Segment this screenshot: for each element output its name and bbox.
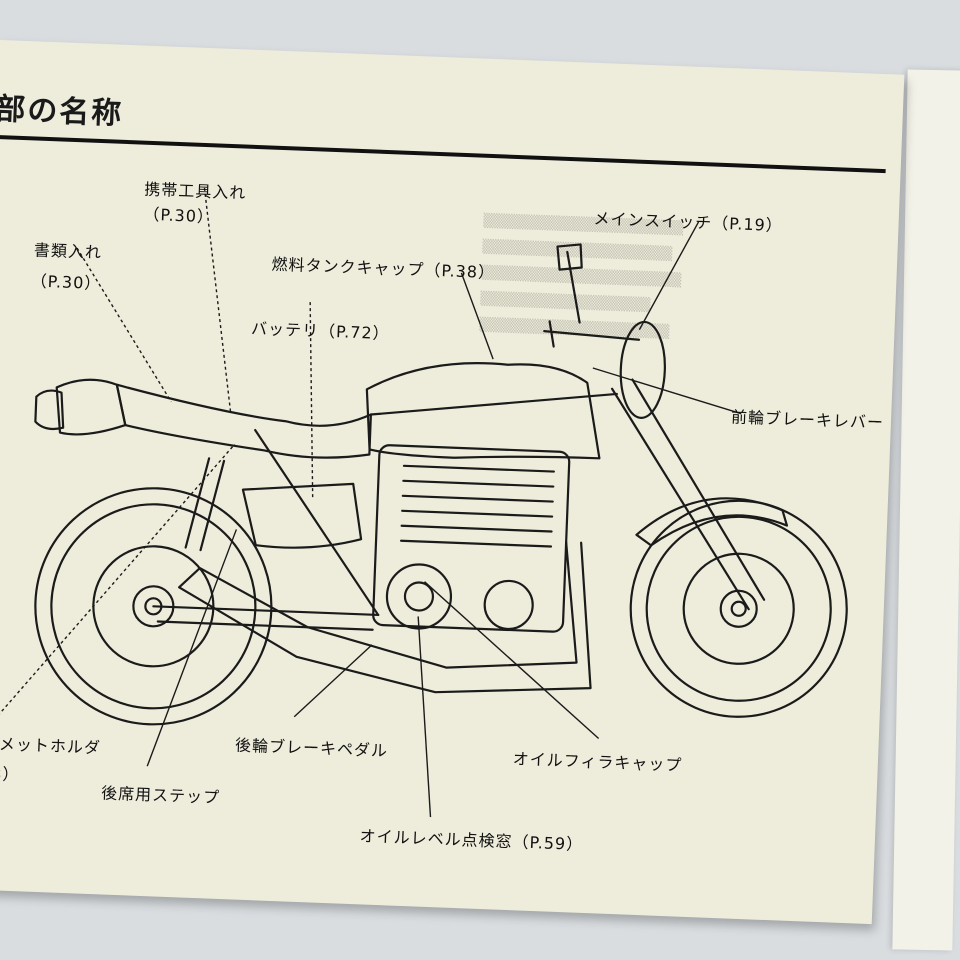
motorcycle-diagram xyxy=(0,187,848,818)
leader-tool-case xyxy=(203,187,232,415)
front-fork xyxy=(610,378,766,611)
page-edge xyxy=(892,69,960,951)
label-tool-case-page: （P.30） xyxy=(143,204,215,227)
handlebar xyxy=(543,320,641,348)
front-wheel xyxy=(629,499,848,718)
front-fender xyxy=(635,497,789,547)
exhaust xyxy=(178,541,592,694)
leader-oil-level xyxy=(417,616,432,818)
leader-rear-brake xyxy=(293,644,373,718)
leader-helmet-holder xyxy=(0,443,236,721)
leader-battery xyxy=(309,302,314,498)
headlight xyxy=(619,320,666,419)
leader-document-case xyxy=(76,247,172,403)
frame xyxy=(254,392,618,617)
tail-section xyxy=(55,378,127,436)
swingarm xyxy=(152,605,380,631)
label-helmet-holder: ヘルメットホルダ xyxy=(0,733,102,758)
label-rear-step: 後席用ステップ xyxy=(100,783,221,808)
label-document-case: 書類入れ xyxy=(33,240,103,263)
leader-oil-filler xyxy=(424,581,600,740)
label-helmet-holder-page: P.28） xyxy=(0,763,20,785)
label-document-case-page: （P.30） xyxy=(30,271,102,294)
fuel-tank xyxy=(365,362,601,460)
leader-rear-step xyxy=(146,529,238,767)
engine xyxy=(372,444,571,633)
manual-page: 部の名称 ▒▒▒▒▒▒▒▒▒▒▒▒▒▒▒▒▒▒▒▒▒▒▒▒▒▒▒▒▒▒▒▒▒▒▒… xyxy=(0,40,905,925)
label-tool-case: 携帯工具入れ xyxy=(144,179,247,203)
leader-main-switch xyxy=(638,221,700,331)
side-cover xyxy=(241,482,363,549)
tail-light xyxy=(34,389,65,431)
mirror xyxy=(556,243,583,324)
rear-shock xyxy=(184,457,226,552)
leader-front-brake xyxy=(592,367,742,415)
leader-fuel-cap xyxy=(460,272,494,360)
seat xyxy=(115,383,372,459)
